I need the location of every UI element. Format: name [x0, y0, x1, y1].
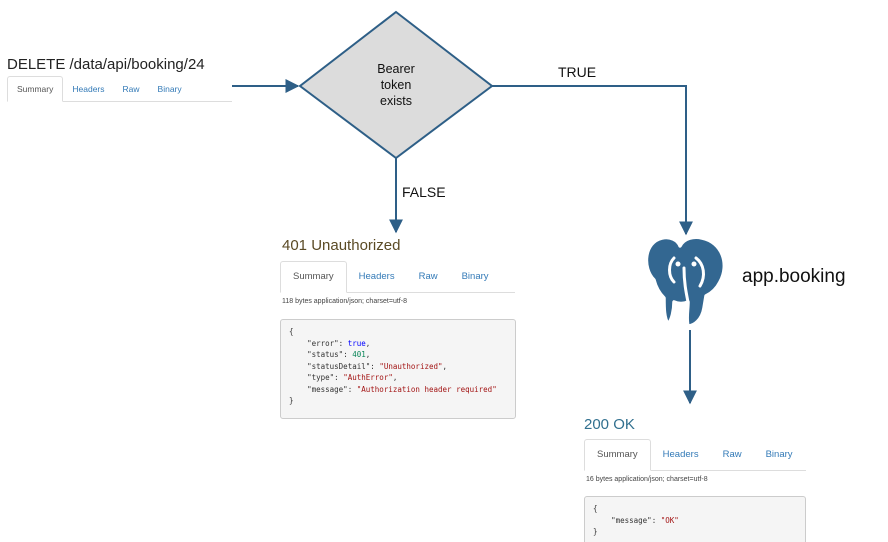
json-key: "statusDetail": [307, 361, 371, 371]
ok-tab-raw[interactable]: Raw: [722, 449, 742, 460]
unauthorized-status: 401 Unauthorized: [282, 237, 401, 254]
request-tab-headers[interactable]: Headers: [72, 84, 105, 94]
json-line: "statusDetail": "Unauthorized",: [307, 361, 448, 371]
decision-line-3: exists: [380, 94, 412, 108]
ok-tab-summary[interactable]: Summary: [584, 439, 651, 471]
json-comma: ,: [392, 373, 398, 382]
json-comma: ,: [365, 338, 371, 348]
postgresql-elephant-icon: [644, 235, 726, 328]
request-tab-binary[interactable]: Binary: [157, 84, 182, 94]
request-tab-summary[interactable]: Summary: [7, 76, 64, 102]
json-line: "message": "Authorization header require…: [307, 384, 497, 394]
json-value: "AuthError": [343, 373, 393, 382]
json-line: "type": "AuthError",: [307, 373, 398, 382]
unauthorized-tab-binary[interactable]: Binary: [461, 271, 489, 282]
json-line: "status": 401,: [307, 350, 371, 359]
unauthorized-tab-summary[interactable]: Summary: [280, 261, 347, 293]
json-value: "OK": [660, 515, 679, 525]
json-value: "Unauthorized": [379, 361, 443, 371]
json-line: "error": true,: [307, 338, 371, 348]
request-method-path: DELETE /data/api/booking/24: [7, 56, 205, 73]
json-value: true: [347, 338, 366, 348]
json-key: "message": [611, 515, 652, 525]
ok-json-body: { "message": "OK"}: [584, 496, 806, 542]
decision-line-1: Bearer: [377, 62, 415, 76]
json-comma: ,: [365, 350, 371, 359]
decision-text: Bearer token exists: [346, 61, 446, 109]
request-tab-raw[interactable]: Raw: [122, 84, 140, 94]
unauthorized-tab-headers[interactable]: Headers: [358, 271, 395, 282]
ok-status: 200 OK: [584, 416, 635, 433]
unauthorized-meta: 118 bytes application/json; charset=utf-…: [282, 298, 407, 305]
unauthorized-tabs: Summary Headers Raw Binary: [280, 261, 515, 293]
json-key: "message": [307, 384, 348, 394]
json-line: "message": "OK": [611, 515, 679, 525]
json-comma: ,: [442, 361, 448, 371]
json-close-brace: }: [289, 396, 294, 405]
json-key: "type": [307, 373, 335, 382]
json-key: "error": [307, 338, 339, 348]
unauthorized-json-body: { "error": true, "status": 401, "statusD…: [280, 319, 516, 419]
ok-tab-headers[interactable]: Headers: [662, 449, 699, 460]
ok-tabs: Summary Headers Raw Binary: [584, 439, 806, 471]
json-open-brace: {: [289, 327, 294, 336]
ok-tab-binary[interactable]: Binary: [765, 449, 793, 460]
arrow-true-branch: [492, 85, 693, 236]
json-value: 401: [352, 350, 366, 359]
json-close-brace: }: [593, 527, 598, 536]
decision-line-2: token: [380, 78, 412, 92]
unauthorized-tab-raw[interactable]: Raw: [418, 271, 438, 282]
true-label: TRUE: [558, 64, 597, 80]
database-label: app.booking: [742, 266, 846, 287]
ok-meta: 16 bytes application/json; charset=utf-8: [586, 476, 708, 483]
json-open-brace: {: [593, 504, 598, 513]
json-value: "Authorization header required": [356, 384, 497, 394]
false-label: FALSE: [402, 184, 446, 200]
request-tabs: Summary Headers Raw Binary: [7, 76, 232, 102]
json-key: "status": [307, 350, 344, 359]
